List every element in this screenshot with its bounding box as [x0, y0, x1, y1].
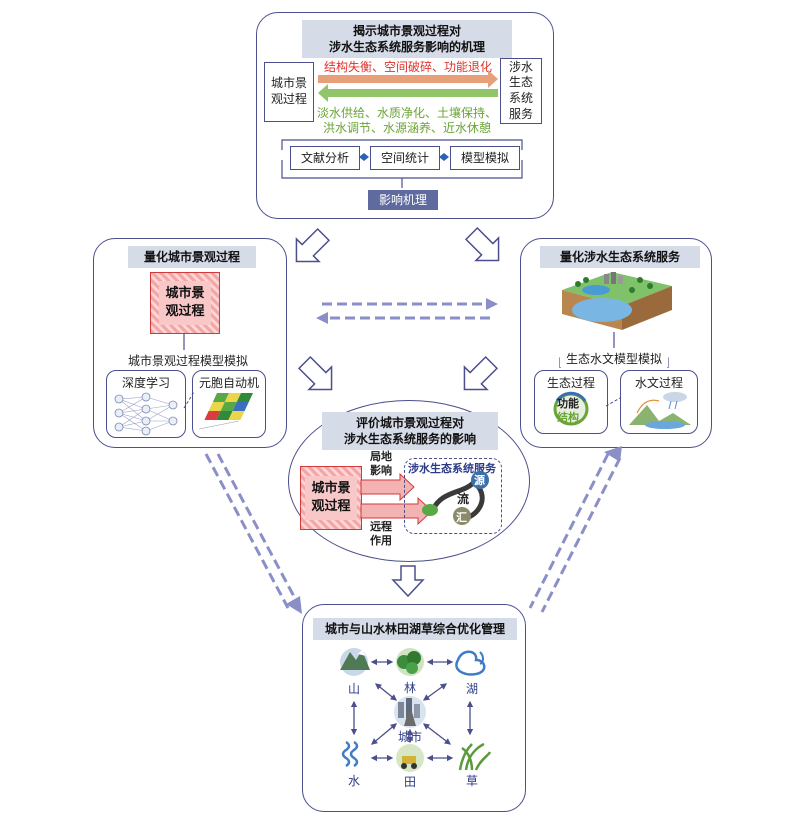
middle-title-line2: 涉水生态系统服务的影响	[343, 432, 476, 447]
method-spatial-statistics: 空间统计	[370, 146, 440, 170]
water-label: 水	[348, 774, 361, 788]
top-right-box-label: 涉水生态系统服务	[508, 59, 533, 121]
cellular-label: 元胞自动机	[198, 376, 259, 390]
middle-title-line1: 评价城市景观过程对	[355, 416, 464, 430]
lake-label: 湖	[466, 682, 479, 696]
top-left-box-urban-landscape: 城市景观过程	[264, 62, 314, 122]
bottom-panel-title: 城市与山水林田湖草综合优化管理	[313, 618, 517, 641]
top-green-line2: 洪水调节、水源涵养、近水休憩	[322, 121, 491, 135]
deep-learning-label: 深度学习	[121, 376, 170, 390]
left-deep-learning-box: 深度学习	[106, 370, 186, 438]
middle-service-label: 涉水生态系统服务	[408, 462, 496, 475]
middle-block-line2: 观过程	[311, 499, 351, 514]
middle-block-line1: 城市景	[311, 481, 351, 497]
local-line2: 影响	[370, 463, 392, 477]
remote-line1: 远程	[370, 520, 392, 533]
hydro-process-label: 水文过程	[634, 376, 683, 390]
middle-service-dashed-box	[404, 458, 502, 534]
structure-label: 结构	[557, 411, 579, 424]
flow-label: 流	[457, 492, 470, 506]
eco-process-label: 生态过程	[546, 376, 595, 390]
top-left-box-label: 城市景观过程	[271, 76, 308, 106]
sink-label: 汇	[456, 511, 467, 524]
middle-urban-block: 城市景观过程	[300, 466, 362, 530]
cellular-grid-icon	[198, 393, 253, 430]
top-title-line1: 揭示城市景观过程对	[352, 24, 461, 38]
remote-effect-label: 远程 作用	[370, 520, 392, 548]
right-sub-label: 生态水文模型模拟	[560, 350, 668, 367]
left-block-line1: 城市景	[165, 286, 205, 302]
field-label: 田	[404, 775, 417, 789]
method-literature: 文献分析	[290, 146, 360, 170]
right-panel-title: 量化涉水生态系统服务	[540, 246, 700, 269]
left-panel-title: 量化城市景观过程	[128, 246, 256, 269]
left-urban-block: 城市景观过程	[150, 272, 220, 334]
source-label: 源	[474, 474, 485, 487]
method-model-simulation: 模型模拟	[450, 146, 520, 170]
top-title-line2: 涉水生态系统服务影响的机理	[328, 40, 485, 55]
remote-line2: 作用	[370, 533, 392, 547]
local-impact-label: 局地 影响	[370, 450, 392, 478]
forest-label: 林	[404, 681, 417, 695]
function-structure-cycle-icon	[553, 391, 589, 426]
top-green-line1: 淡水供给、水质净化、土壤保持、	[316, 106, 497, 120]
left-sub-label: 城市景观过程模型模拟	[118, 352, 258, 369]
left-block-line2: 观过程	[165, 304, 205, 319]
top-bottom-tab: 影响机理	[368, 190, 438, 210]
right-eco-process-box: 生态过程 功能 结构	[534, 370, 608, 434]
mountain-label: 山	[348, 682, 361, 696]
top-red-text: 结构失衡、空间破碎、功能退化	[323, 60, 492, 74]
left-cellular-automata-box: 元胞自动机	[192, 370, 266, 438]
water-cycle-icon	[629, 392, 691, 429]
neural-network-icon	[114, 392, 178, 436]
function-label: 功能	[557, 397, 579, 410]
top-panel-title: 揭示城市景观过程对 涉水生态系统服务影响的机理	[302, 20, 512, 59]
right-hydro-process-box: 水文过程	[620, 370, 698, 434]
local-line1: 局地	[370, 450, 392, 463]
grass-label: 草	[466, 774, 479, 788]
middle-panel-title: 评价城市景观过程对 涉水生态系统服务的影响	[322, 412, 498, 451]
top-right-box-ecosystem-services: 涉水生态系统服务	[500, 58, 542, 124]
